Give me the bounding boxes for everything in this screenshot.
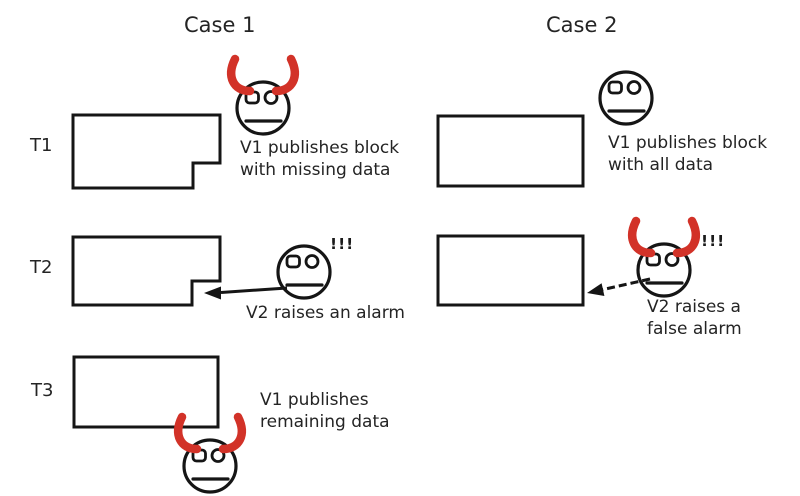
- annotation-line: with all data: [608, 154, 714, 175]
- alarm-exclamation-case2: !!!: [701, 232, 726, 250]
- block-case2-t1-complete: [436, 114, 585, 188]
- annotation-line: V1 publishes block: [240, 138, 400, 158]
- honest-validator-face-icon: [276, 244, 332, 300]
- annotation-line: remaining data: [260, 411, 390, 432]
- annotation-case2-t1: V1 publishes block with all data: [608, 133, 767, 176]
- block-case1-t2-missing-chunk: [71, 235, 222, 307]
- annotation-line: V2 raises a: [647, 297, 741, 317]
- devil-validator-face-icon: [231, 59, 295, 136]
- alarm-exclamation-case1: !!!: [330, 235, 355, 253]
- annotation-case1-t1: V1 publishes block with missing data: [240, 138, 399, 181]
- annotation-line: false alarm: [647, 318, 742, 339]
- annotation-line: V1 publishes block: [608, 133, 768, 153]
- row-label-t3: T3: [31, 380, 54, 401]
- annotation-case2-t2: V2 raises a false alarm: [647, 297, 742, 340]
- block-case1-t1-missing-chunk: [71, 113, 222, 190]
- case1-heading: Case 1: [184, 13, 256, 37]
- block-case1-t3-complete: [72, 355, 220, 429]
- block-case2-t2-complete: [436, 234, 585, 307]
- row-label-t2: T2: [30, 257, 53, 278]
- honest-validator-face-icon: [598, 70, 654, 126]
- alarm-arrow-case2: [587, 277, 651, 296]
- alarm-arrow-case1: [204, 286, 288, 300]
- annotation-line: V1 publishes: [260, 390, 369, 410]
- case2-heading: Case 2: [546, 13, 618, 37]
- devil-validator-face-icon: [632, 221, 696, 298]
- annotation-case1-t2: V2 raises an alarm: [246, 303, 405, 323]
- annotation-line: with missing data: [240, 159, 391, 180]
- annotation-case1-t3: V1 publishes remaining data: [260, 390, 390, 433]
- row-label-t1: T1: [30, 135, 53, 156]
